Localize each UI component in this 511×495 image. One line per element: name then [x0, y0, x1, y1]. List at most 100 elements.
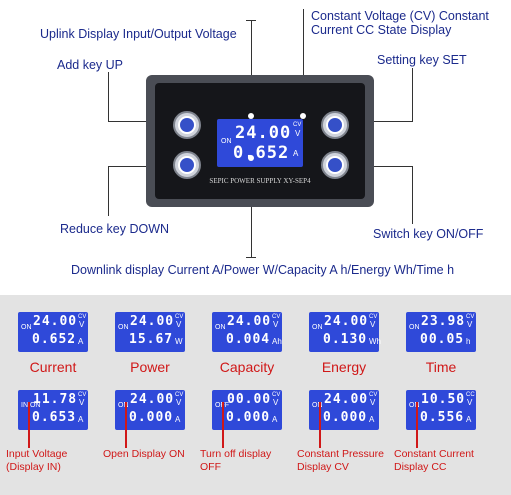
- status-indicator: IN ON: [21, 402, 41, 409]
- label-add-key: Add key UP: [57, 58, 124, 72]
- leader-line-uplink: [251, 20, 252, 115]
- mode-caption: Energy: [321, 359, 367, 375]
- line2-unit: A: [78, 337, 84, 346]
- label-uplink-display: Uplink Display Input/Output Voltage: [40, 27, 237, 41]
- caption-pointer-arrow: [222, 402, 224, 448]
- line2-readout: 0.130: [323, 332, 368, 347]
- line1-unit: V: [79, 398, 85, 407]
- mode-caption: Open Display ON: [103, 448, 185, 460]
- leader-line-reduce-key: [108, 166, 109, 216]
- line1-readout: 24.00: [324, 314, 369, 329]
- line2-unit: A: [369, 415, 375, 424]
- line1-unit: V: [467, 398, 473, 407]
- leader-tick-downlink: [246, 257, 256, 258]
- leader-line-switch-key: [412, 166, 413, 224]
- line1-unit: V: [176, 398, 182, 407]
- up-button[interactable]: [173, 111, 201, 139]
- line2-unit: h: [466, 337, 471, 346]
- down-button[interactable]: [173, 151, 201, 179]
- line1-readout: 24.00: [130, 314, 175, 329]
- line2-readout: 0.000: [129, 410, 174, 425]
- mode-indicator: CV: [272, 314, 281, 320]
- line2-unit: A: [272, 415, 278, 424]
- label-switch-key: Switch key ON/OFF: [373, 227, 484, 241]
- leader-line-downlink: [251, 160, 252, 258]
- line1-readout: 24.00: [324, 392, 369, 407]
- mode-caption: Current: [29, 359, 77, 375]
- line2-readout: 0.653: [32, 410, 77, 425]
- leader-dot-downlink: [248, 155, 254, 161]
- mode-indicator: CC: [466, 392, 475, 398]
- mode-caption: Input Voltage (Display IN): [6, 448, 68, 473]
- line1-readout: 11.78: [33, 392, 78, 407]
- set-button[interactable]: [321, 111, 349, 139]
- line1-readout: 24.00: [33, 314, 78, 329]
- line1-unit: V: [176, 320, 182, 329]
- leader-line-cv: [303, 9, 304, 114]
- current-unit: A: [293, 149, 299, 158]
- status-indicator: ON: [215, 324, 226, 331]
- mode-indicator: CV: [272, 392, 281, 398]
- line2-readout: 0.652: [32, 332, 77, 347]
- line1-readout: 23.98: [421, 314, 466, 329]
- line1-unit: V: [370, 398, 376, 407]
- leader-tick-uplink: [246, 20, 256, 21]
- line2-unit: W: [175, 337, 183, 346]
- line2-readout: 15.67: [129, 332, 174, 347]
- mode-caption: Turn off display OFF: [200, 448, 272, 473]
- line2-readout: 0.556: [420, 410, 465, 425]
- mode-indicator: CV: [78, 314, 87, 320]
- status-indicator: ON: [409, 402, 420, 409]
- line2-unit: A: [466, 415, 472, 424]
- line1-unit: V: [370, 320, 376, 329]
- label-reduce-key: Reduce key DOWN: [60, 222, 170, 236]
- current-readout: 0.652: [233, 143, 290, 163]
- mode-indicator: CV: [293, 122, 302, 128]
- line1-unit: V: [273, 398, 279, 407]
- line2-readout: 0.004: [226, 332, 271, 347]
- mode-indicator: CV: [466, 314, 475, 320]
- mode-caption: Time: [425, 359, 457, 375]
- line2-unit: A: [175, 415, 181, 424]
- label-downlink-display: Downlink display Current A/Power W/Capac…: [71, 263, 455, 277]
- leader-line-setting-key-h: [340, 121, 412, 122]
- line1-unit: V: [467, 320, 473, 329]
- status-indicator: ON: [118, 402, 129, 409]
- line2-readout: 0.000: [226, 410, 271, 425]
- caption-pointer-arrow: [28, 402, 30, 448]
- power-supply-module: ON 24.00 CV V 0.652 A SEPIC POWER SUPPLY…: [146, 75, 374, 207]
- line2-readout: 00.05: [420, 332, 465, 347]
- mode-caption: Constant Current Display CC: [394, 448, 474, 473]
- on-off-button[interactable]: [321, 151, 349, 179]
- mode-caption: Power: [130, 359, 170, 375]
- mode-indicator: CV: [175, 314, 184, 320]
- caption-pointer-arrow: [125, 402, 127, 448]
- status-indicator: ON: [312, 402, 323, 409]
- status-indicator: ON: [312, 324, 323, 331]
- mode-caption: Constant Pressure Display CV: [297, 448, 384, 473]
- line1-unit: V: [273, 320, 279, 329]
- voltage-unit: V: [295, 129, 301, 138]
- line2-unit: A: [78, 415, 84, 424]
- main-lcd-display: ON 24.00 CV V 0.652 A: [217, 119, 303, 167]
- device-brand-text: SEPIC POWER SUPPLY XY-SEP4: [209, 177, 311, 185]
